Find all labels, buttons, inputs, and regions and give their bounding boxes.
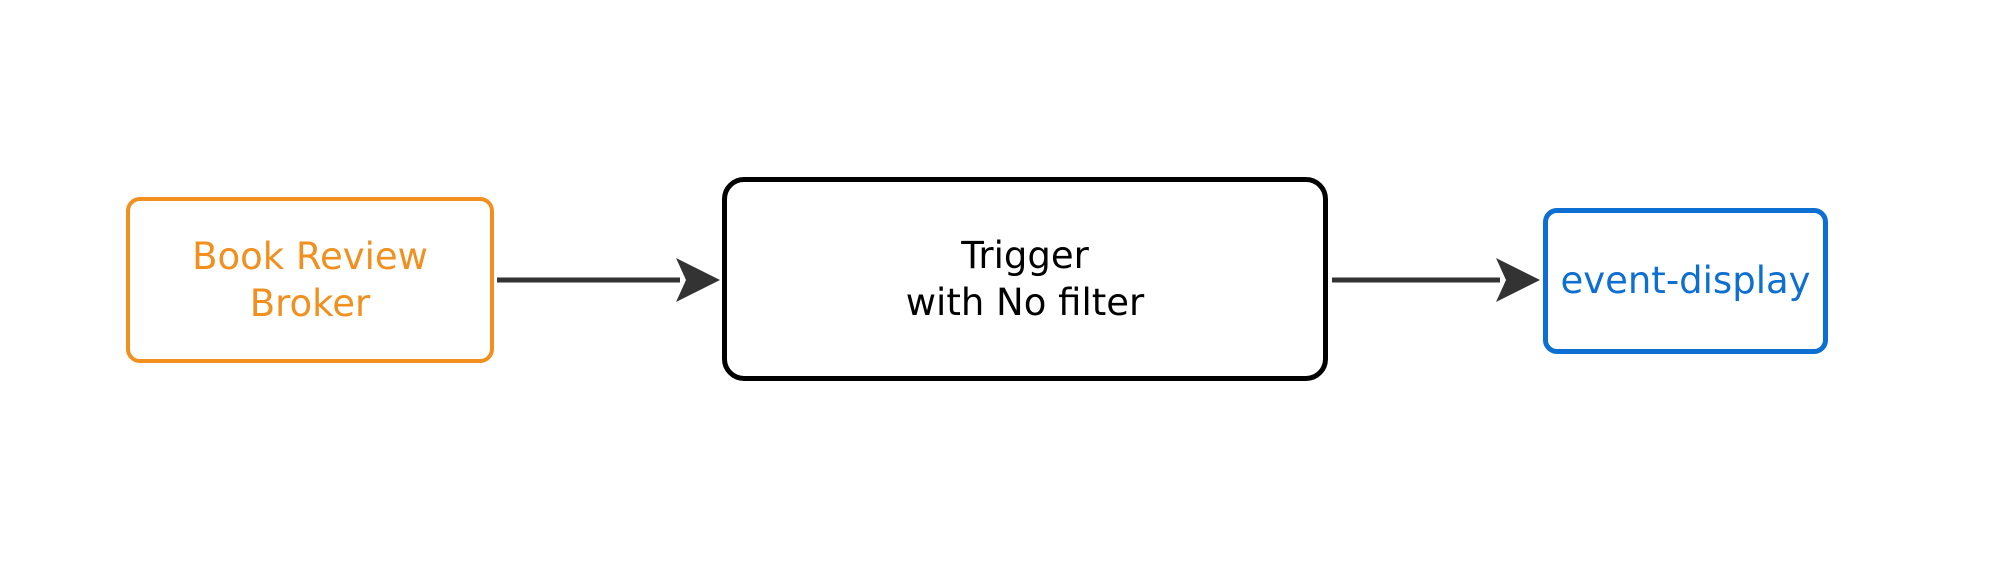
node-trigger-label: Trigger with No filter [905,233,1145,324]
node-trigger[interactable]: Trigger with No filter [722,177,1328,381]
node-event-display-label: event-display [1560,259,1811,303]
node-book-review-broker[interactable]: Book Review Broker [126,197,494,363]
edge-broker-to-trigger-arrowhead [676,258,720,302]
node-event-display[interactable]: event-display [1543,208,1828,354]
edge-trigger-to-sink-arrowhead [1496,258,1540,302]
node-book-review-broker-label: Book Review Broker [192,234,428,325]
edge-broker-to-trigger [497,258,720,302]
edge-trigger-to-sink [1332,258,1540,302]
